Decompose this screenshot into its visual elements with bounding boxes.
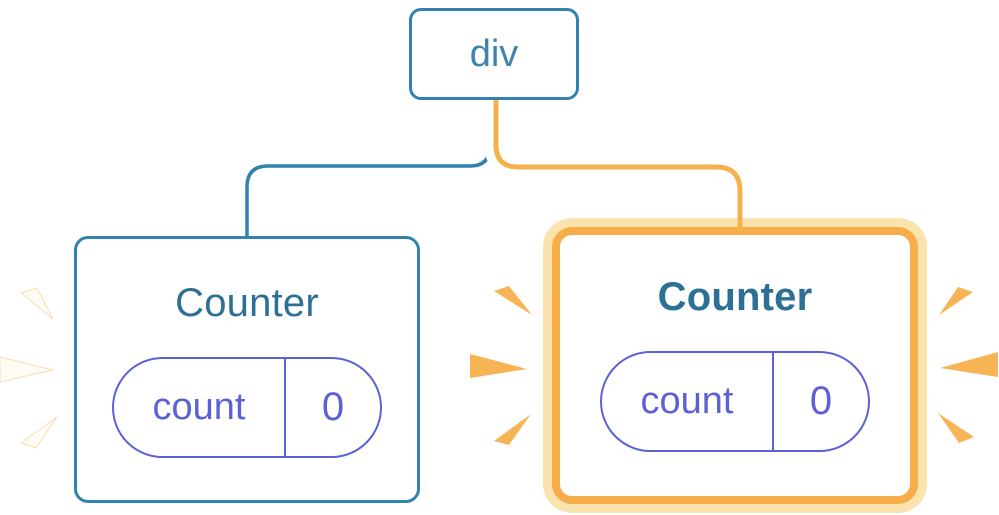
connector-blue-line	[245, 101, 492, 240]
counter-card-right-highlighted: Counter count 0	[552, 227, 918, 504]
root-node-label: div	[469, 32, 519, 75]
counter-title: Counter	[657, 275, 813, 319]
state-value: 0	[809, 379, 833, 423]
state-pill: count 0	[600, 351, 870, 452]
state-key-label: count	[602, 353, 774, 450]
root-node-div: div	[409, 8, 579, 100]
state-value: 0	[321, 385, 345, 429]
state-key-label: count	[114, 359, 286, 456]
counter-title: Counter	[175, 281, 319, 325]
connector-yellow-casing	[484, 100, 752, 232]
counter-card-left: Counter count 0	[74, 236, 420, 503]
state-pill: count 0	[112, 357, 382, 458]
